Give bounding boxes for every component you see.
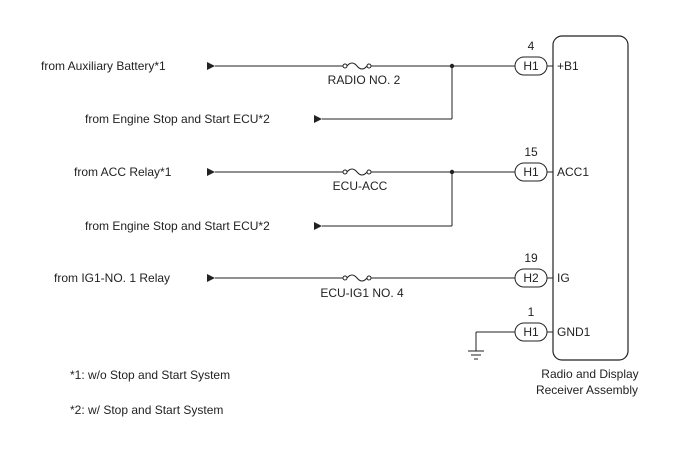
footnote-1: *1: w/o Stop and Start System <box>70 368 230 382</box>
signal-acc1: ACC1 <box>557 165 589 179</box>
pin-number-ig: 19 <box>524 251 538 265</box>
footnote-2: *2: w/ Stop and Start System <box>70 403 223 417</box>
arrow-icon <box>314 222 322 230</box>
fuse-icon <box>342 168 372 176</box>
fuse-label-radio: RADIO NO. 2 <box>328 73 401 87</box>
source-aux-battery: from Auxiliary Battery*1 <box>41 59 166 73</box>
component-label-line2: Receiver Assembly <box>536 383 638 397</box>
ground-icon <box>468 350 484 360</box>
source-acc-relay: from ACC Relay*1 <box>74 165 172 179</box>
signal-gnd1: GND1 <box>557 325 591 339</box>
arrow-icon <box>207 168 215 176</box>
fuse-icon <box>342 62 372 70</box>
pin-number-b1: 4 <box>528 39 535 53</box>
connector-id-ig: H2 <box>523 271 539 285</box>
pin-number-gnd1: 1 <box>528 305 535 319</box>
arrow-icon <box>207 62 215 70</box>
component-label-line1: Radio and Display <box>541 367 638 381</box>
arrow-icon <box>207 274 215 282</box>
fuse-label-ig1: ECU-IG1 NO. 4 <box>320 286 404 300</box>
fuse-label-acc: ECU-ACC <box>333 179 388 193</box>
fuse-icon <box>342 274 372 282</box>
receiver-assembly-box <box>552 35 629 361</box>
source-engine-stop-2: from Engine Stop and Start ECU*2 <box>85 219 270 233</box>
arrow-icon <box>314 115 322 123</box>
signal-ig: IG <box>557 271 570 285</box>
source-engine-stop-1: from Engine Stop and Start ECU*2 <box>85 112 270 126</box>
connector-id-gnd1: H1 <box>523 325 539 339</box>
pin-number-acc1: 15 <box>524 145 538 159</box>
connector-id-acc1: H1 <box>523 165 539 179</box>
source-ig1-relay: from IG1-NO. 1 Relay <box>54 271 170 285</box>
connector-id-b1: H1 <box>523 59 539 73</box>
signal-b1: +B1 <box>557 59 579 73</box>
